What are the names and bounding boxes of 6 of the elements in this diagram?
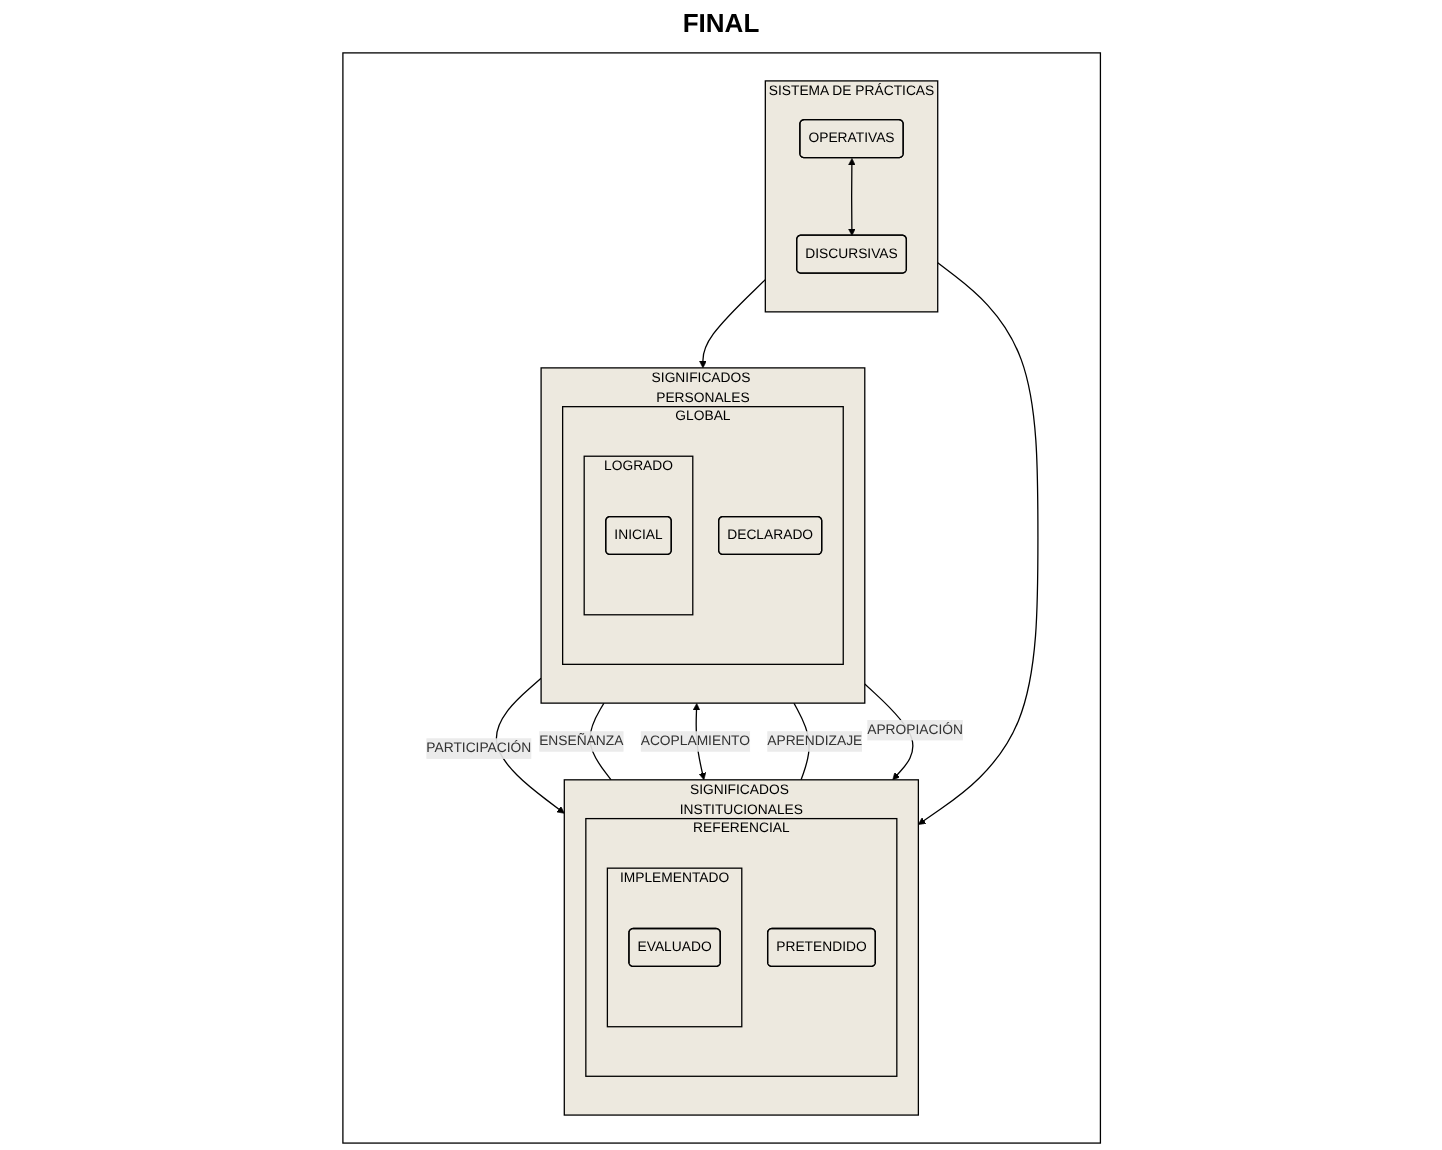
note-label: FINAL — [682, 8, 760, 38]
arrow — [698, 279, 766, 369]
arrow — [917, 262, 1038, 825]
arrow — [495, 677, 564, 814]
arrow — [847, 158, 855, 236]
cluster — [341, 52, 1101, 1144]
